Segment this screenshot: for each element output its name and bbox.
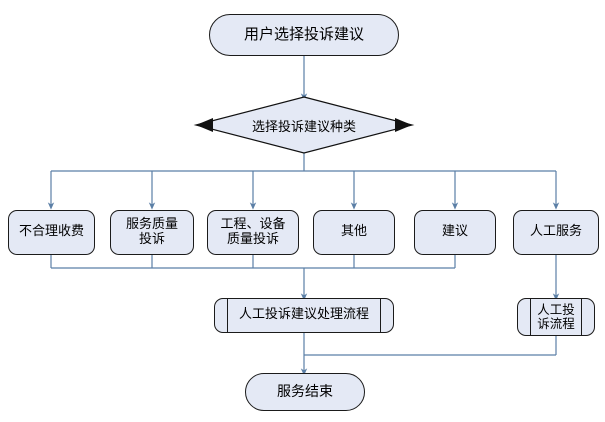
node-end[interactable]: 服务结束 (245, 373, 365, 411)
predefined-bar-left (530, 299, 531, 335)
node-category-other[interactable]: 其他 (313, 210, 395, 255)
connector-merge-processes (50, 255, 560, 301)
node-process-manual-complaint-handling[interactable]: 人工投诉建议处理流程 (214, 298, 394, 333)
node-process-manual-complaint-flow[interactable]: 人工投 诉流程 (517, 298, 595, 336)
decision-label: 选择投诉建议种类 (251, 119, 356, 135)
process-label: 人工投诉建议处理流程 (238, 307, 369, 323)
decision-diamond-shape (193, 96, 415, 154)
node-decision[interactable]: 选择投诉建议种类 (196, 97, 412, 153)
predefined-bar-right (380, 299, 381, 332)
node-category-service-quality[interactable]: 服务质量 投诉 (110, 210, 194, 255)
process-label: 人工投 诉流程 (537, 301, 575, 331)
predefined-bar-left (227, 299, 228, 332)
node-category-suggestion[interactable]: 建议 (414, 210, 496, 255)
node-start[interactable]: 用户选择投诉建议 (209, 14, 399, 56)
node-category-manual-service[interactable]: 人工服务 (513, 210, 599, 255)
node-category-unreasonable-fee[interactable]: 不合理收费 (8, 210, 95, 255)
node-category-engineering-equipment[interactable]: 工程、设备 质量投诉 (207, 210, 299, 255)
predefined-bar-right (581, 299, 582, 335)
connector-merge-end (300, 333, 557, 376)
connector-top (47, 56, 560, 210)
